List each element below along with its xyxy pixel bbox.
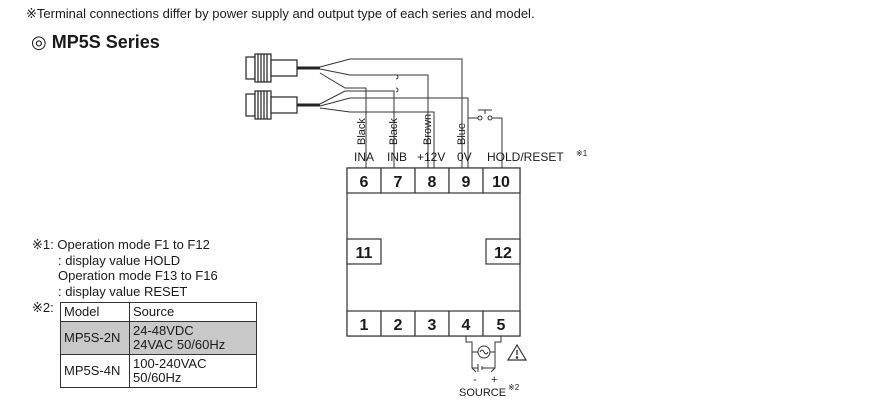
table-cell-source-line: 24-48VDC	[133, 323, 194, 338]
table-header-source: Source	[129, 302, 257, 322]
footnote-2-mark: ※2:	[32, 300, 54, 315]
footnote-1: ※1: Operation mode F1 to F12 : display v…	[32, 237, 218, 299]
wire-labels: Black Black Brown Blue	[356, 114, 468, 145]
terminal-3: 3	[428, 317, 437, 334]
terminal-4: 4	[462, 317, 471, 334]
footnote-1-mark: ※1:	[32, 237, 54, 252]
table-cell-source: 24-48VDC 24VAC 50/60Hz	[129, 321, 257, 355]
series-title-mark: ◎	[31, 32, 47, 52]
terminal-numbers: 6 7 8 9 10 11 12 1 2 3 4 5	[356, 174, 512, 334]
sensor-wires	[319, 58, 469, 168]
signal-hold-reset: HOLD/RESET	[487, 150, 564, 164]
signal-note-mark: ※1	[576, 149, 588, 158]
source-plus: +	[491, 374, 497, 386]
hold-reset-switch	[468, 109, 503, 168]
power-source	[465, 336, 528, 373]
terminal-6: 6	[360, 174, 369, 191]
signal-labels: INA INB +12V 0V HOLD/RESET ※1	[354, 149, 588, 164]
terminal-11: 11	[356, 245, 373, 262]
table-header-row: Model Source	[60, 302, 257, 322]
signal-0v: 0V	[457, 150, 472, 164]
source-label: SOURCE	[459, 387, 506, 399]
sensor-b	[245, 90, 320, 120]
signal-12v: +12V	[417, 150, 445, 164]
warning-triangle-icon	[506, 343, 528, 361]
signal-ina: INA	[354, 150, 374, 164]
table-row: MP5S-4N 100-240VAC 50/60Hz	[60, 354, 257, 388]
terminal-10: 10	[492, 174, 510, 191]
footnote-1-line-1: Operation mode F1 to F12	[57, 237, 210, 252]
table-cell-source-line: 50/60Hz	[133, 370, 182, 385]
table-cell-model: MP5S-2N	[60, 321, 130, 355]
wire-label-1: Black	[356, 118, 368, 145]
table-cell-source-line: 100-240VAC	[133, 356, 207, 371]
terminal-9: 9	[462, 174, 471, 191]
table-cell-source: 100-240VAC 50/60Hz	[129, 354, 257, 388]
footnote-1-line-2: : display value HOLD	[58, 252, 181, 268]
source-minus: -	[473, 374, 477, 386]
terminal-5: 5	[497, 317, 506, 334]
table-cell-source-line: 24VAC 50/60Hz	[133, 337, 226, 352]
terminal-2: 2	[394, 317, 403, 334]
terminal-8: 8	[428, 174, 437, 191]
signal-inb: INB	[387, 150, 407, 164]
wire-label-2: Black	[388, 118, 400, 145]
terminal-12: 12	[494, 245, 512, 262]
series-title: ◎ MP5S Series	[31, 32, 160, 53]
footnote-1-line-4: : display value RESET	[58, 283, 188, 299]
table-cell-model: MP5S-4N	[60, 354, 130, 388]
table-row: MP5S-2N 24-48VDC 24VAC 50/60Hz	[60, 321, 257, 355]
wire-label-4: Blue	[456, 123, 468, 145]
sensor-a	[245, 53, 320, 83]
terminal-7: 7	[394, 174, 403, 191]
footnote-1-line-3: Operation mode F13 to F16	[58, 268, 218, 283]
source-note-mark: ※2	[508, 383, 520, 392]
terminal-1: 1	[360, 317, 369, 334]
terminal-block	[346, 167, 521, 337]
wire-label-3: Brown	[422, 114, 434, 145]
table-header-model: Model	[60, 302, 130, 322]
source-labels: - + SOURCE ※2	[459, 374, 520, 399]
connection-note: ※Terminal connections differ by power su…	[26, 6, 535, 21]
series-title-text: MP5S Series	[51, 32, 160, 52]
model-source-table: Model Source MP5S-2N 24-48VDC 24VAC 50/6…	[60, 302, 257, 388]
